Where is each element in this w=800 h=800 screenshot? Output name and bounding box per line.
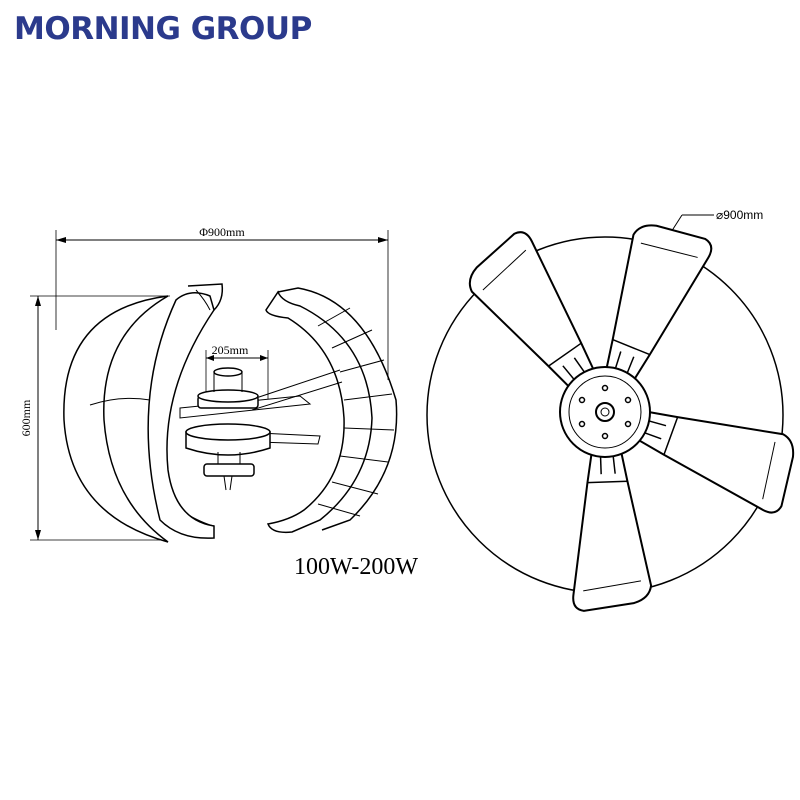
power-range-label: 100W-200W: [294, 554, 418, 580]
width-label: Φ900mm: [199, 225, 245, 239]
front-left-blade: [147, 292, 215, 539]
mounting-flange: [203, 463, 255, 477]
hub-label: 205mm: [212, 343, 249, 357]
diameter-label: ⌀900mm: [716, 208, 763, 222]
hub-center-hole: [595, 402, 615, 422]
blade-3: [624, 385, 800, 517]
side-view: [30, 230, 398, 543]
blade-2: [580, 212, 716, 394]
back-left-sail: [63, 295, 169, 543]
height-label: 600mm: [19, 399, 33, 436]
blade-4: [566, 445, 653, 613]
top-view: [426, 212, 800, 613]
brand-logo-text: MORNING GROUP: [14, 11, 312, 47]
front-right-blade: [265, 290, 373, 534]
